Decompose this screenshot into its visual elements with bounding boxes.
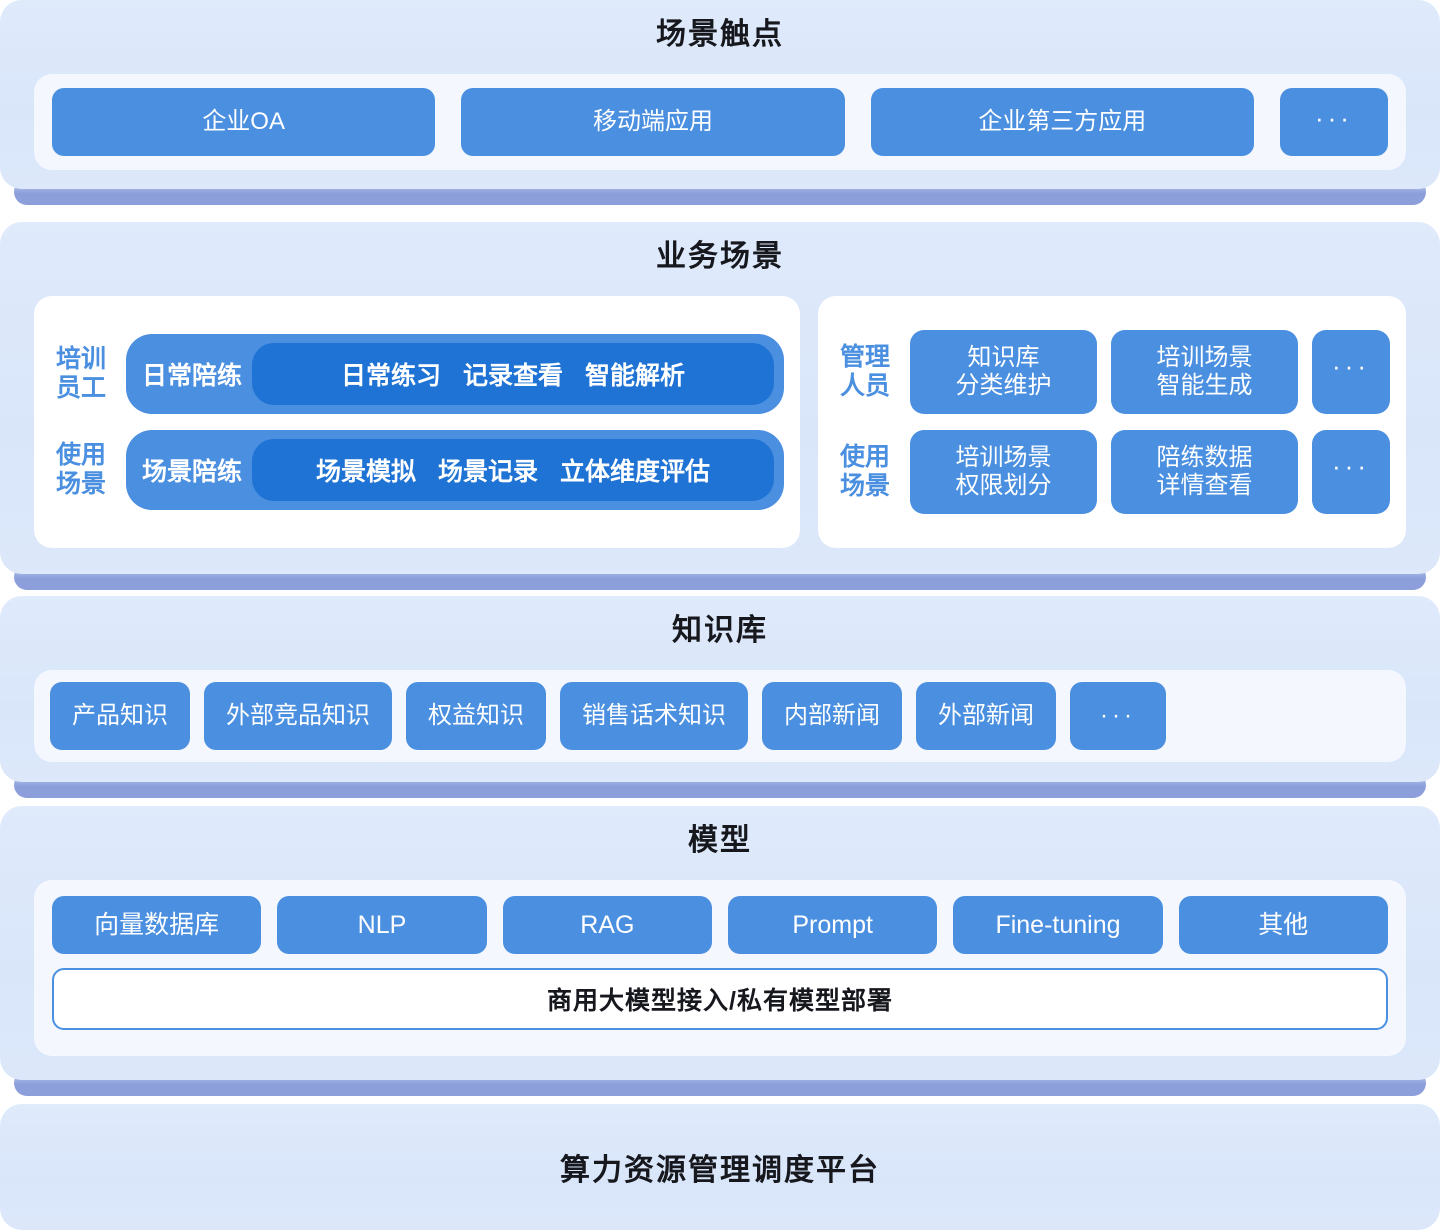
business-inner-pill: 场景模拟 场景记录 立体维度评估 — [252, 439, 774, 501]
knowledge-competitor[interactable]: 外部竞品知识 — [204, 682, 392, 750]
knowledge-internal-news[interactable]: 内部新闻 — [762, 682, 902, 750]
business-label-line1: 培训 — [55, 344, 106, 373]
business-outer-pill-scenario-coaching[interactable]: 场景陪练 场景模拟 场景记录 立体维度评估 — [126, 430, 784, 510]
business-pill-lead: 日常陪练 — [142, 362, 243, 390]
model-pill-row: 向量数据库 NLP RAG Prompt Fine-tuning 其他 — [52, 896, 1388, 954]
business-row-label: 使用 场景 — [834, 443, 896, 502]
layer-model: 模型 向量数据库 NLP RAG Prompt Fine-tuning 其他 商… — [0, 806, 1440, 1096]
business-outer-pill-daily-coaching[interactable]: 日常陪练 日常练习 记录查看 智能解析 — [126, 334, 784, 414]
business-body: 培训 员工 日常陪练 日常练习 记录查看 智能解析 — [34, 296, 1406, 548]
business-box-line1: 培训场景 — [1156, 343, 1253, 371]
model-nlp[interactable]: NLP — [277, 896, 487, 954]
knowledge-benefits[interactable]: 权益知识 — [406, 682, 546, 750]
business-left-card: 培训 员工 日常陪练 日常练习 记录查看 智能解析 — [34, 296, 800, 548]
model-vector-db[interactable]: 向量数据库 — [52, 896, 262, 954]
layer-title-touchpoints: 场景触点 — [656, 18, 784, 51]
layer-panel: 知识库 产品知识 外部竞品知识 权益知识 销售话术知识 内部新闻 外部新闻 ··… — [0, 596, 1440, 782]
business-label-line2: 员工 — [55, 374, 106, 402]
layer-title-platform: 算力资源管理调度平台 — [560, 1154, 880, 1187]
touchpoint-third-party-app[interactable]: 企业第三方应用 — [870, 88, 1254, 156]
business-box-kb-category-maintenance[interactable]: 知识库 分类维护 — [910, 330, 1097, 414]
layer-compute-platform: 算力资源管理调度平台 — [0, 1104, 1440, 1230]
layer-panel: 模型 向量数据库 NLP RAG Prompt Fine-tuning 其他 商… — [0, 806, 1440, 1080]
business-box-coaching-data-details[interactable]: 陪练数据 详情查看 — [1111, 430, 1298, 514]
business-tag[interactable]: 场景模拟 — [315, 458, 416, 486]
business-inner-pill: 日常练习 记录查看 智能解析 — [252, 343, 774, 405]
business-box-line2: 智能生成 — [1156, 372, 1253, 399]
knowledge-sales-script[interactable]: 销售话术知识 — [560, 682, 748, 750]
layer-panel: 业务场景 培训 员工 日常陪练 日常练习 记录查看 — [0, 222, 1440, 574]
model-card: 向量数据库 NLP RAG Prompt Fine-tuning 其他 商用大模… — [34, 880, 1406, 1056]
model-fine-tuning[interactable]: Fine-tuning — [953, 896, 1163, 954]
knowledge-product[interactable]: 产品知识 — [50, 682, 190, 750]
layer-title-business: 业务场景 — [656, 240, 784, 273]
layer-touchpoints: 场景触点 企业OA 移动端应用 企业第三方应用 ··· — [0, 0, 1440, 205]
layer-panel: 算力资源管理调度平台 — [0, 1104, 1440, 1230]
business-tag[interactable]: 日常练习 — [340, 362, 441, 390]
business-row-admin-staff: 管理 人员 知识库 分类维护 培训场景 智能生成 ··· — [834, 330, 1390, 414]
business-box-training-scene-permissions[interactable]: 培训场景 权限划分 — [910, 430, 1097, 514]
business-more-icon[interactable]: ··· — [1312, 330, 1390, 414]
business-right-card: 管理 人员 知识库 分类维护 培训场景 智能生成 ··· — [818, 296, 1406, 548]
business-label-line1: 使用 — [55, 440, 106, 469]
business-label-line1: 管理 — [839, 342, 890, 371]
model-deployment-box[interactable]: 商用大模型接入/私有模型部署 — [52, 968, 1388, 1030]
layer-business-scenarios: 业务场景 培训 员工 日常陪练 日常练习 记录查看 — [0, 222, 1440, 590]
business-pill-lead: 场景陪练 — [142, 458, 243, 486]
business-tag[interactable]: 记录查看 — [463, 362, 564, 390]
touchpoints-card: 企业OA 移动端应用 企业第三方应用 ··· — [34, 74, 1406, 170]
touchpoint-more-icon[interactable]: ··· — [1279, 88, 1388, 156]
business-box-line1: 培训场景 — [955, 443, 1052, 471]
knowledge-external-news[interactable]: 外部新闻 — [916, 682, 1056, 750]
business-more-icon[interactable]: ··· — [1312, 430, 1390, 514]
knowledge-card: 产品知识 外部竞品知识 权益知识 销售话术知识 内部新闻 外部新闻 ··· — [34, 670, 1406, 762]
knowledge-more-icon[interactable]: ··· — [1070, 682, 1166, 750]
business-row-training-staff: 培训 员工 日常陪练 日常练习 记录查看 智能解析 — [50, 334, 784, 414]
business-box-line1: 知识库 — [967, 343, 1040, 371]
business-more-dots: ··· — [1332, 350, 1370, 381]
business-box-line2: 分类维护 — [955, 372, 1052, 399]
layer-panel: 场景触点 企业OA 移动端应用 企业第三方应用 ··· — [0, 0, 1440, 189]
business-label-line2: 人员 — [839, 372, 890, 400]
business-label-line1: 使用 — [839, 442, 890, 471]
business-box-line1: 陪练数据 — [1156, 443, 1253, 471]
model-rag[interactable]: RAG — [502, 896, 712, 954]
business-row-label: 培训 员工 — [50, 345, 112, 404]
layer-knowledge-base: 知识库 产品知识 外部竞品知识 权益知识 销售话术知识 内部新闻 外部新闻 ··… — [0, 596, 1440, 798]
business-row-label: 使用 场景 — [50, 441, 112, 500]
business-box-line2: 权限划分 — [955, 472, 1052, 499]
business-label-line2: 场景 — [839, 472, 890, 500]
touchpoint-enterprise-oa[interactable]: 企业OA — [52, 88, 436, 156]
business-label-line2: 场景 — [55, 470, 106, 498]
layer-title-model: 模型 — [688, 824, 752, 857]
business-tag[interactable]: 场景记录 — [438, 458, 539, 486]
business-row-usage-scenario: 使用 场景 场景陪练 场景模拟 场景记录 立体维度评估 — [50, 430, 784, 510]
business-row-label: 管理 人员 — [834, 343, 896, 402]
business-more-dots: ··· — [1332, 450, 1370, 481]
model-other[interactable]: 其他 — [1178, 896, 1388, 954]
layer-title-knowledge: 知识库 — [672, 614, 768, 647]
business-box-training-scene-generation[interactable]: 培训场景 智能生成 — [1111, 330, 1298, 414]
business-tag[interactable]: 智能解析 — [585, 362, 686, 390]
model-prompt[interactable]: Prompt — [727, 896, 938, 954]
business-tag[interactable]: 立体维度评估 — [560, 458, 711, 486]
touchpoint-mobile-app[interactable]: 移动端应用 — [461, 88, 845, 156]
business-box-line2: 详情查看 — [1156, 472, 1253, 499]
business-row-usage-scenario-admin: 使用 场景 培训场景 权限划分 陪练数据 详情查看 ··· — [834, 430, 1390, 514]
